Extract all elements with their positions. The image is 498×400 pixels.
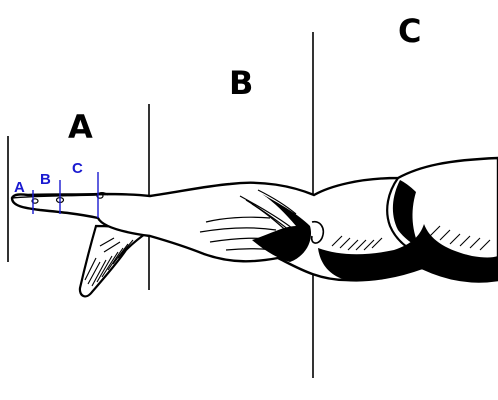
finger-top-edge (11, 192, 109, 199)
section-label-c: C (398, 12, 421, 50)
finger-label-b: B (40, 171, 51, 188)
finger-markers (32, 172, 99, 218)
section-label-a: A (68, 108, 93, 146)
upper-arm-hatching (331, 225, 491, 251)
crease-a (31, 198, 39, 204)
forearm-dark-band (252, 194, 312, 262)
crease-c (96, 193, 104, 199)
forearm-shading (199, 189, 301, 253)
upper-arm-shadow (318, 224, 498, 282)
finger-label-c: C (72, 160, 83, 177)
elbow-crease (310, 220, 325, 244)
bicep-contour (386, 177, 425, 258)
bicep-shadow (392, 180, 420, 248)
finger-label-a: A (14, 179, 25, 196)
section-label-b: B (229, 64, 253, 102)
thumb-hatching (84, 237, 134, 287)
